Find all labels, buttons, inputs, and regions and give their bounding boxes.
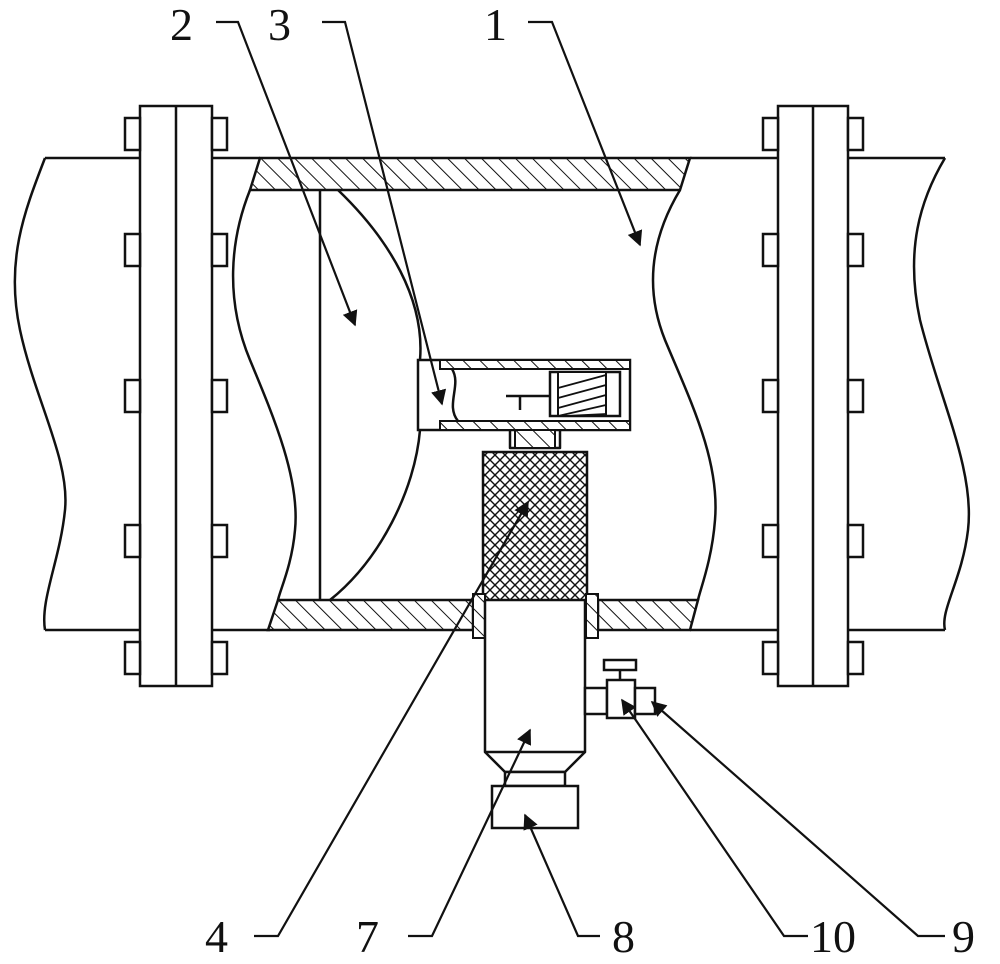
- callout-1: 1: [484, 0, 507, 50]
- central-pipe-body: [212, 156, 778, 632]
- right-pipe: [848, 156, 971, 632]
- leader-lines: [216, 20, 945, 938]
- lower-wall-right-hatch: [596, 598, 700, 632]
- callout-numbers: 2 3 1 4 7 8 10 9: [170, 0, 975, 962]
- bottom-cap: [490, 784, 580, 830]
- filter-mesh: [481, 450, 589, 602]
- collection-cylinder: [472, 593, 599, 788]
- lower-wall-left-hatch: [266, 598, 475, 632]
- callout-10: 10: [810, 911, 856, 962]
- callout-7: 7: [356, 911, 379, 962]
- callout-2: 2: [170, 0, 193, 50]
- callout-8: 8: [612, 911, 635, 962]
- spring-valve-housing: [416, 358, 632, 450]
- left-flange: [123, 104, 229, 688]
- cutaway-edges: [231, 189, 717, 601]
- right-flange: [761, 104, 865, 688]
- callout-9: 9: [952, 911, 975, 962]
- callout-4: 4: [205, 911, 228, 962]
- left-pipe: [13, 156, 140, 632]
- drain-valve: [583, 658, 657, 720]
- upper-wall-hatch: [248, 156, 692, 192]
- callout-3: 3: [268, 0, 291, 50]
